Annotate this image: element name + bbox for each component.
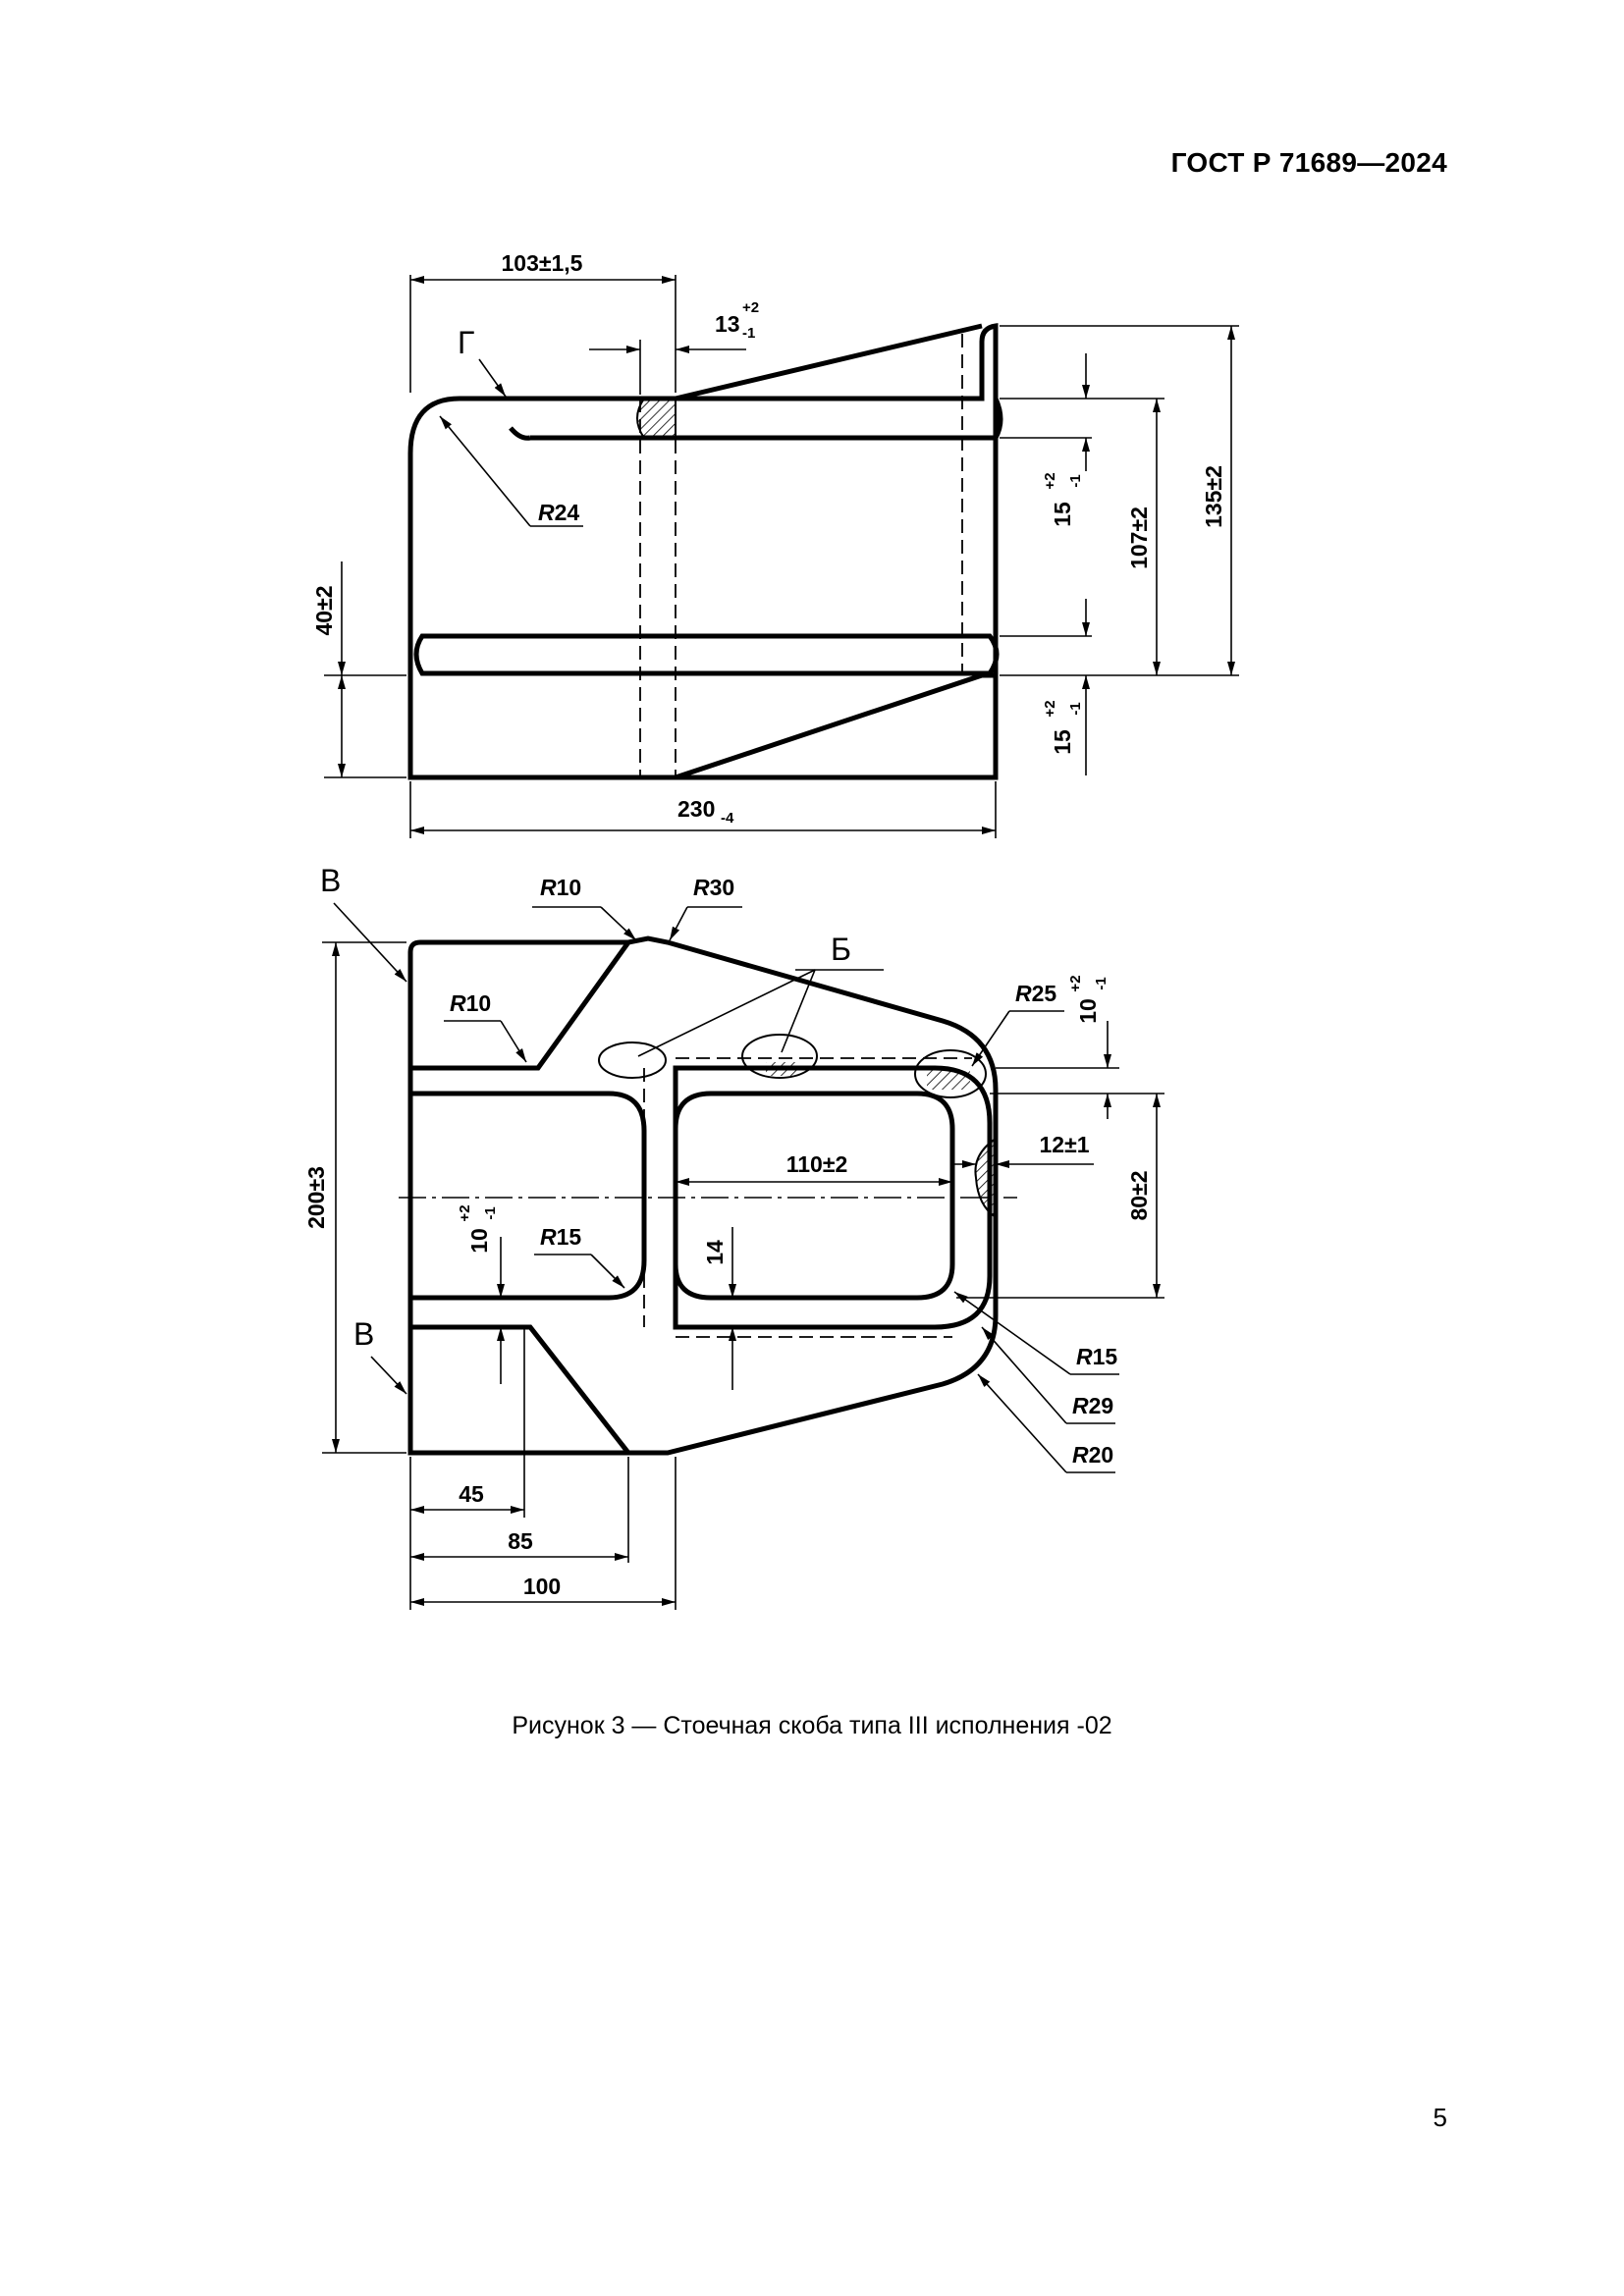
front-view-bottom-groove: [413, 633, 1000, 676]
top-view-side-slot-hatch: [974, 1137, 997, 1219]
section-leader-1: [637, 969, 816, 1057]
dim-40: 40±2: [311, 586, 337, 636]
dim-230-base: 230: [677, 796, 715, 822]
dim-100: 100: [523, 1574, 561, 1599]
r20-leader: [977, 1373, 1067, 1473]
dim-10-left-base: 10: [466, 1228, 492, 1254]
r10-left-label: R10: [450, 990, 491, 1016]
section-leader-2: [781, 969, 816, 1053]
view-letter-g: Г: [458, 325, 474, 360]
standard-header: ГОСТ Р 71689—2024: [1170, 147, 1447, 178]
section-hatch-3: [927, 1070, 970, 1090]
r30-label: R30: [693, 875, 734, 900]
r10-top-label: R10: [540, 875, 581, 900]
section-ellipse-2: [741, 1034, 818, 1079]
section-ellipse-3: [914, 1049, 987, 1098]
dim-10-left-upper: +2: [457, 1204, 473, 1221]
r25-label: R25: [1015, 981, 1056, 1006]
r29-leader: [981, 1326, 1067, 1424]
front-view-outline: [407, 323, 999, 780]
figure-caption: Рисунок 3 — Стоечная скоба типа III испо…: [512, 1712, 1112, 1739]
section-hatch-2: [766, 1062, 799, 1076]
dim-12: 12±1: [1040, 1132, 1090, 1157]
top-view-right-window: [673, 1091, 955, 1301]
dim-10-left-lower: -1: [482, 1206, 499, 1219]
dim-15-upper-upper: +2: [1042, 472, 1058, 489]
dim-107: 107±2: [1126, 507, 1152, 569]
dim-103: 103±1,5: [502, 250, 583, 276]
dim-13-base: 13: [715, 311, 740, 337]
dim-15-upper-base: 15: [1050, 502, 1075, 527]
dim-15-lower-upper: +2: [1042, 700, 1058, 717]
r25-leader: [971, 1010, 1010, 1067]
dim-15-lower-base: 15: [1050, 729, 1075, 755]
dim-15-upper-lower: -1: [1067, 474, 1084, 487]
top-view-left-window: [410, 1091, 647, 1301]
top-view-upper-notch: [410, 940, 631, 1071]
view-letter-v-bottom-leader: [370, 1356, 407, 1395]
view-letter-g-leader: [478, 358, 507, 398]
r30-leader: [669, 906, 688, 941]
front-view-bottom-chamfer: [675, 672, 983, 780]
r29-label: R29: [1072, 1393, 1113, 1418]
r24-leader: [439, 415, 531, 527]
front-view-top-chamfer: [675, 323, 983, 401]
page-number: 5: [1433, 2103, 1447, 2132]
dim-10-top-base: 10: [1075, 998, 1101, 1024]
dim-13-upper: +2: [742, 299, 759, 316]
dim-80: 80±2: [1126, 1171, 1152, 1221]
dim-110: 110±2: [786, 1151, 848, 1177]
front-view-section-hatch: [636, 398, 677, 439]
r15-left-leader: [590, 1254, 625, 1289]
r15-right-leader: [953, 1291, 1071, 1375]
r10-left-leader: [500, 1020, 527, 1063]
view-letter-v-top: В: [320, 863, 341, 898]
r10-top-leader: [600, 906, 637, 941]
r20-label: R20: [1072, 1442, 1113, 1468]
top-view-lower-notch: [410, 1324, 630, 1455]
front-view-top-hook: [509, 426, 531, 441]
dim-45: 45: [459, 1481, 484, 1507]
front-view-top-groove: [530, 397, 1003, 441]
section-letter-b: Б: [831, 932, 851, 967]
section-ellipse-1: [598, 1041, 667, 1079]
top-view-outline: [407, 935, 999, 1456]
dim-200: 200±3: [303, 1166, 329, 1229]
r24-label: R24: [538, 500, 579, 525]
dim-230-lower: -4: [721, 810, 734, 827]
dim-14: 14: [702, 1240, 728, 1265]
dim-13-lower: -1: [742, 325, 755, 342]
dim-135: 135±2: [1201, 465, 1226, 528]
dim-85: 85: [508, 1528, 533, 1554]
dim-10-top-lower: -1: [1093, 977, 1110, 989]
view-letter-v-bottom: В: [353, 1316, 374, 1352]
top-view: В В Б R10 R30 R10 R25: [303, 863, 1164, 1610]
r15-right-label: R15: [1076, 1344, 1117, 1369]
r15-left-label: R15: [540, 1224, 581, 1250]
dim-15-lower-lower: -1: [1067, 702, 1084, 715]
dim-10-top-upper: +2: [1067, 975, 1084, 991]
front-view: 103±1,5 13 +2 -1 Г R24 40±2: [311, 250, 1239, 838]
